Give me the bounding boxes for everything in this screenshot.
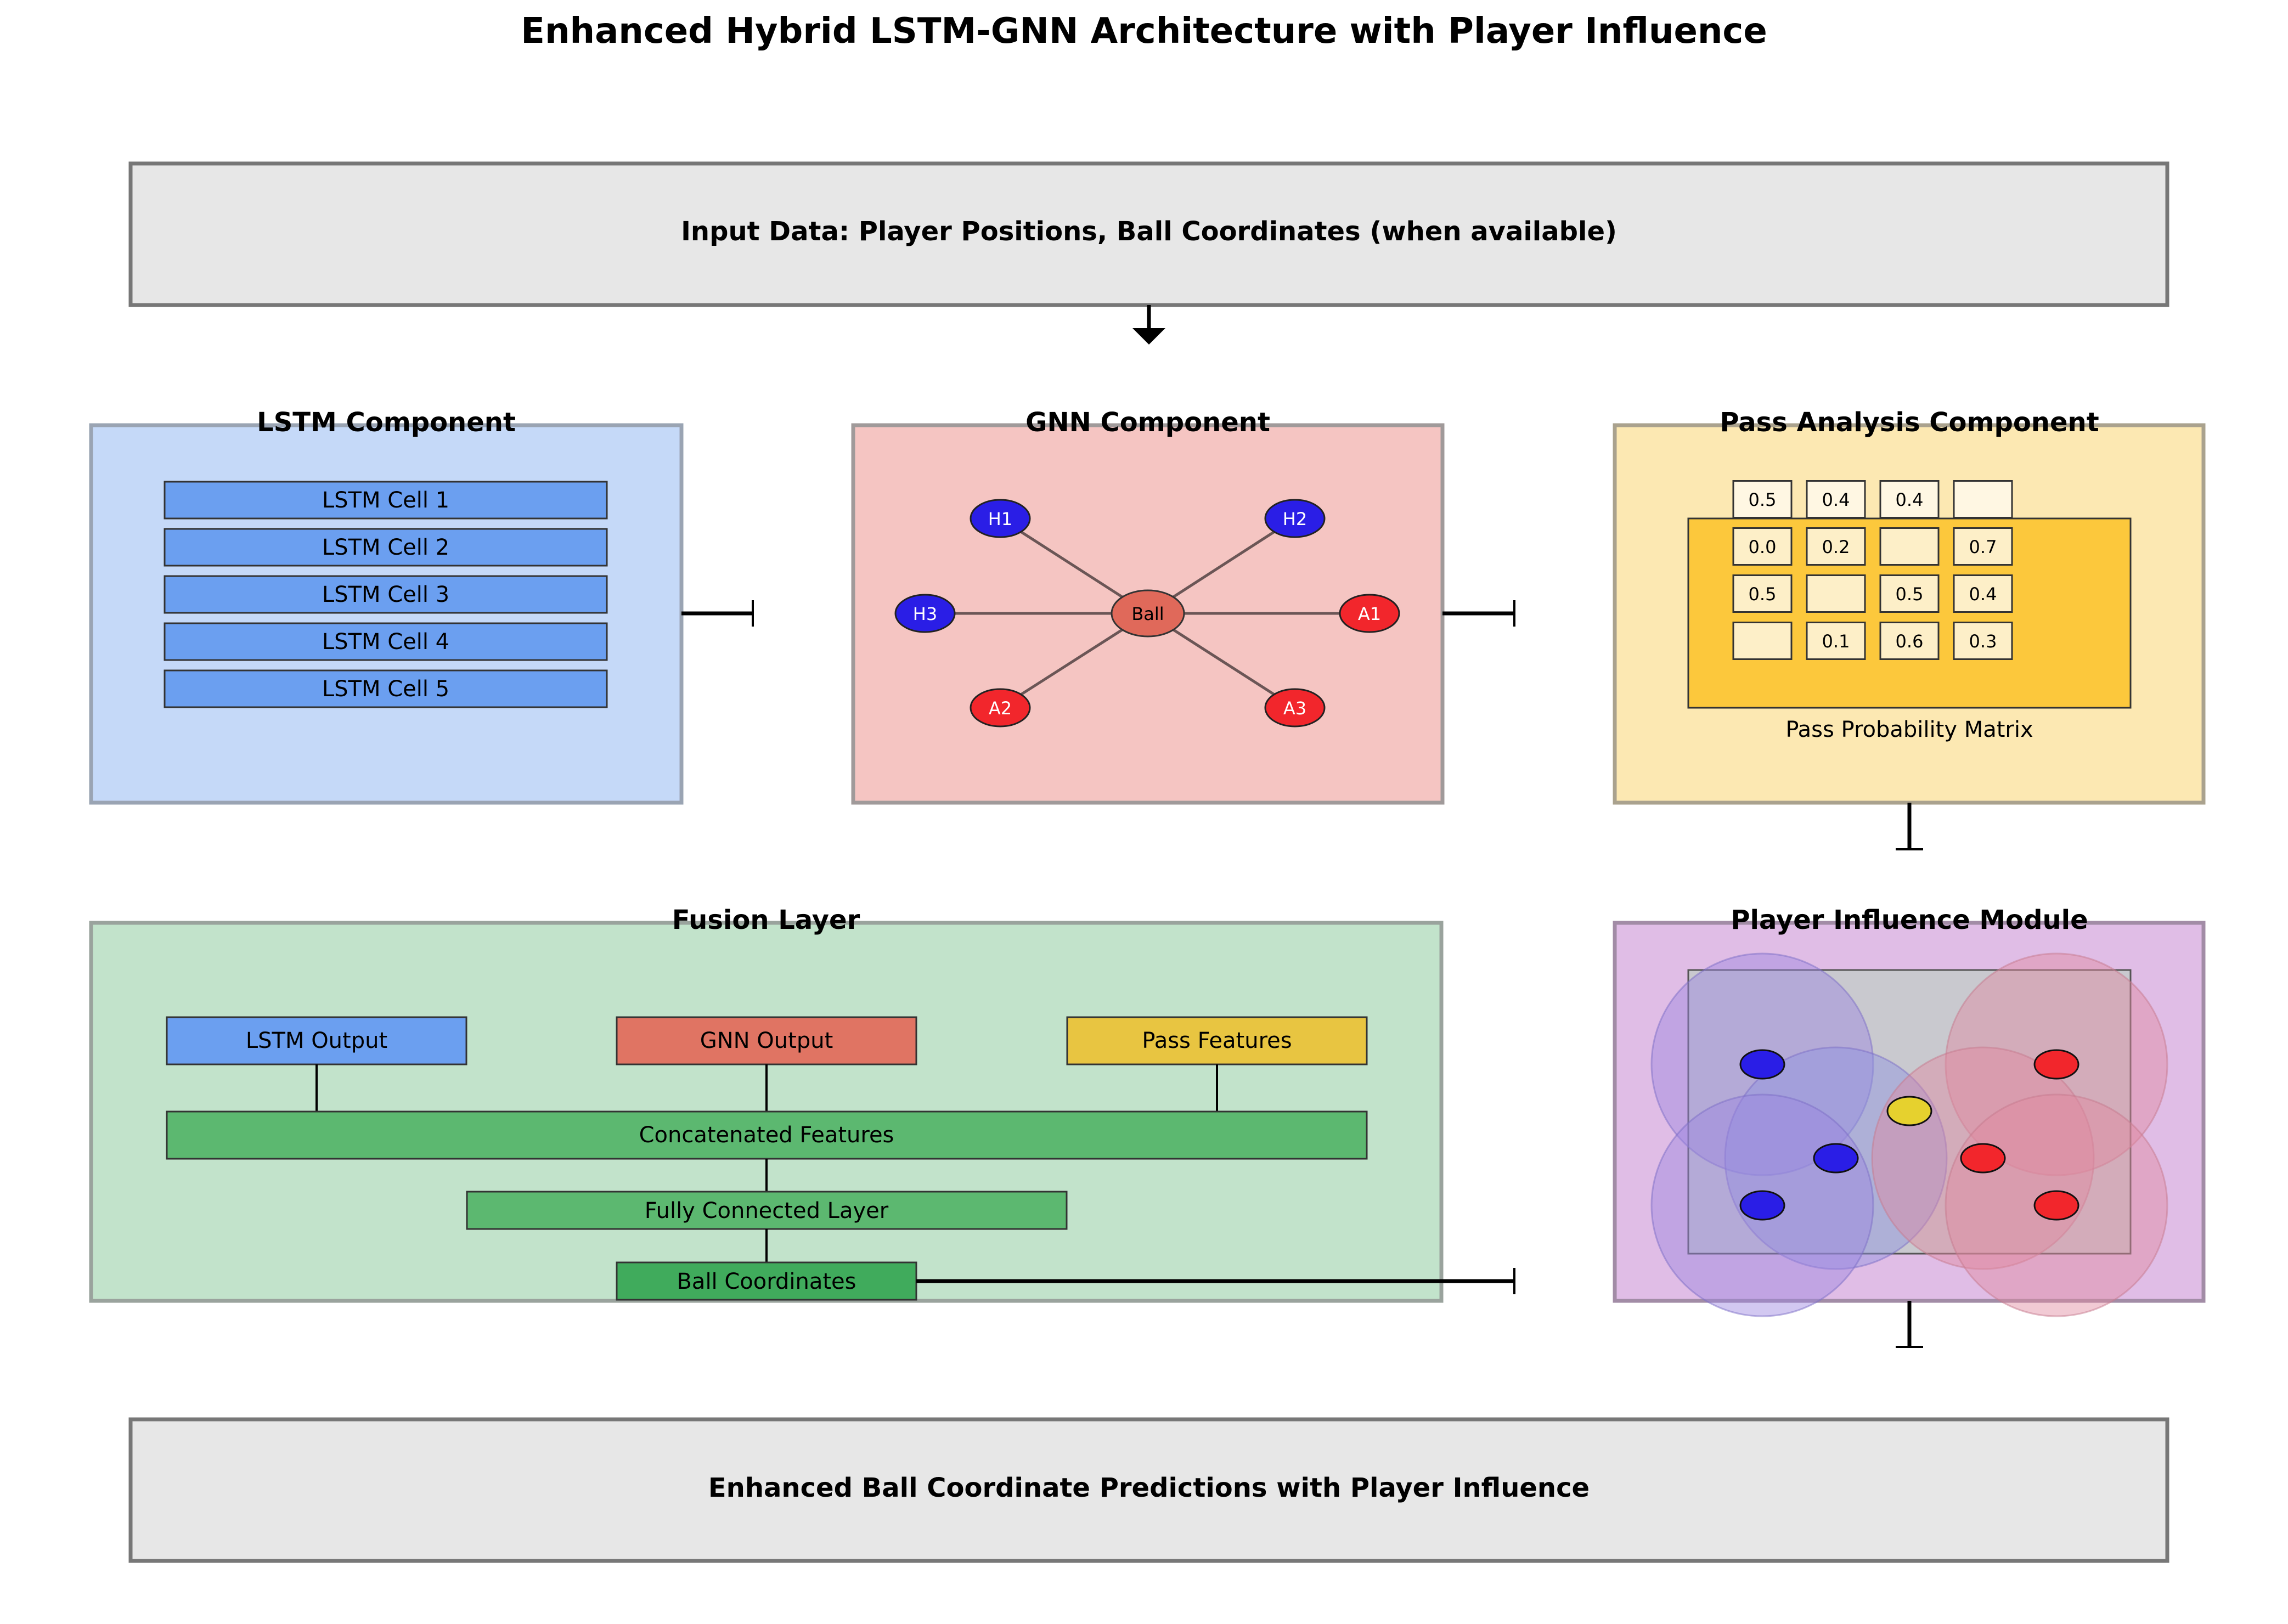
pass-matrix-cell: 0.4 — [1953, 574, 2013, 613]
pass-probability-matrix: 0.5 0.4 0.4 0.0 0.2 0.7 0.5 0.5 0.4 0.1 0.6 0.3 — [1732, 480, 2013, 660]
svg-text:0.5: 0.5 — [1749, 489, 1777, 510]
svg-text:A3: A3 — [1283, 698, 1306, 719]
svg-text:0.1: 0.1 — [1822, 631, 1850, 652]
away-player — [2033, 1190, 2080, 1221]
lstm-component: LSTM Component LSTM Cell 1 LSTM Cell 2 L… — [89, 407, 684, 805]
gnn-ball-node: Ball — [1111, 589, 1185, 638]
output-box-label: Enhanced Ball Coordinate Predictions wit… — [708, 1473, 1590, 1503]
svg-text:LSTM Cell 4: LSTM Cell 4 — [322, 629, 449, 655]
pass-matrix-cell: 0.4 — [1879, 480, 1940, 518]
pass-features-box: Pass Features — [1066, 1016, 1368, 1065]
pass-matrix-cell: 0.0 — [1732, 527, 1793, 566]
pass-matrix-cell — [1879, 527, 1940, 566]
pass-matrix-cell: 0.2 — [1806, 527, 1866, 566]
gnn-component: GNN Component H1 H2 H3 A1 A2 — [851, 407, 1445, 805]
svg-text:Fully Connected Layer: Fully Connected Layer — [645, 1198, 889, 1223]
svg-text:0.2: 0.2 — [1822, 537, 1850, 557]
lstm-output-box: LSTM Output — [166, 1016, 467, 1065]
output-box: Enhanced Ball Coordinate Predictions wit… — [128, 1417, 2169, 1563]
input-box: Input Data: Player Positions, Ball Coord… — [128, 161, 2169, 307]
pass-matrix-cell: 0.5 — [1732, 480, 1793, 518]
svg-text:LSTM Cell 5: LSTM Cell 5 — [322, 676, 449, 702]
svg-text:LSTM Output: LSTM Output — [246, 1028, 387, 1053]
svg-text:A2: A2 — [989, 698, 1012, 719]
svg-text:Ball Coordinates: Ball Coordinates — [677, 1269, 856, 1294]
svg-text:0.4: 0.4 — [1822, 489, 1850, 510]
svg-text:H3: H3 — [913, 604, 937, 624]
svg-text:Ball: Ball — [1131, 604, 1164, 624]
svg-text:Concatenated Features: Concatenated Features — [639, 1123, 894, 1148]
svg-text:Pass Features: Pass Features — [1142, 1028, 1292, 1053]
lstm-to-gnn-connector — [681, 600, 754, 627]
svg-text:0.4: 0.4 — [1969, 584, 1997, 605]
pass-matrix-cell: 0.5 — [1879, 574, 1940, 613]
concatenated-features-box: Concatenated Features — [166, 1110, 1368, 1160]
svg-text:0.6: 0.6 — [1896, 631, 1924, 652]
home-player — [1813, 1143, 1859, 1174]
gnn-component-title: GNN Component — [1025, 407, 1270, 438]
influence-to-output-connector — [1896, 1301, 1923, 1348]
fully-connected-layer-box: Fully Connected Layer — [466, 1191, 1068, 1230]
player-influence-module: Player Influence Module — [1613, 905, 2206, 1317]
svg-text:LSTM Cell 1: LSTM Cell 1 — [322, 488, 449, 513]
pass-matrix-cell — [1806, 574, 1866, 613]
input-box-label: Input Data: Player Positions, Ball Coord… — [681, 216, 1617, 247]
svg-text:0.4: 0.4 — [1896, 489, 1924, 510]
pass-matrix-cell: 0.4 — [1806, 480, 1866, 518]
svg-text:A1: A1 — [1358, 604, 1381, 624]
lstm-cell: LSTM Cell 5 — [164, 669, 608, 708]
pass-to-influence-connector — [1896, 803, 1923, 850]
lstm-component-title: LSTM Component — [257, 407, 516, 438]
svg-text:LSTM Cell 3: LSTM Cell 3 — [322, 582, 449, 607]
svg-text:GNN Output: GNN Output — [700, 1028, 833, 1053]
pass-matrix-cell: 0.5 — [1732, 574, 1793, 613]
pass-matrix-cell: 0.3 — [1953, 622, 2013, 660]
pass-matrix-label: Pass Probability Matrix — [1785, 717, 2033, 742]
svg-text:0.0: 0.0 — [1749, 537, 1777, 557]
lstm-cell: LSTM Cell 4 — [164, 622, 608, 661]
home-player — [1739, 1190, 1785, 1221]
gnn-node-a2: A2 — [970, 688, 1031, 728]
gnn-output-box: GNN Output — [616, 1016, 917, 1065]
gnn-node-h3: H3 — [894, 594, 956, 633]
svg-text:0.7: 0.7 — [1969, 537, 1997, 557]
ball-marker — [1886, 1096, 1932, 1126]
lstm-cell: LSTM Cell 3 — [164, 575, 608, 614]
pass-analysis-title: Pass Analysis Component — [1720, 407, 2099, 438]
gnn-node-a3: A3 — [1264, 688, 1326, 728]
home-player — [1739, 1049, 1785, 1080]
gnn-node-a1: A1 — [1339, 594, 1400, 633]
influence-players — [1739, 1049, 2080, 1221]
gnn-node-h1: H1 — [970, 499, 1031, 538]
player-influence-title: Player Influence Module — [1731, 905, 2088, 935]
pass-matrix-cell: 0.1 — [1806, 622, 1866, 660]
svg-text:0.5: 0.5 — [1896, 584, 1924, 605]
ball-coordinates-box: Ball Coordinates — [616, 1261, 917, 1301]
coords-to-influence-connector — [916, 1268, 1515, 1294]
pass-matrix-cell: 0.6 — [1879, 622, 1940, 660]
svg-text:0.3: 0.3 — [1969, 631, 1997, 652]
svg-text:H2: H2 — [1283, 509, 1307, 529]
svg-text:H1: H1 — [988, 509, 1012, 529]
pass-matrix-cell: 0.7 — [1953, 527, 2013, 566]
diagram-title: Enhanced Hybrid LSTM-GNN Architecture wi… — [521, 11, 1767, 52]
away-player — [2033, 1049, 2080, 1080]
pass-matrix-cell — [1953, 480, 2013, 518]
gnn-node-h2: H2 — [1264, 499, 1326, 538]
lstm-cell: LSTM Cell 1 — [164, 481, 608, 520]
away-player — [1960, 1143, 2006, 1174]
pass-matrix-cell — [1732, 622, 1793, 660]
svg-text:0.5: 0.5 — [1749, 584, 1777, 605]
lstm-cell: LSTM Cell 2 — [164, 528, 608, 567]
svg-text:LSTM Cell 2: LSTM Cell 2 — [322, 535, 449, 560]
input-arrow — [1132, 305, 1165, 345]
fusion-layer: Fusion Layer LSTM Output GNN Output Pass… — [89, 905, 1515, 1303]
gnn-to-pass-connector — [1442, 600, 1515, 627]
fusion-layer-title: Fusion Layer — [672, 905, 860, 935]
